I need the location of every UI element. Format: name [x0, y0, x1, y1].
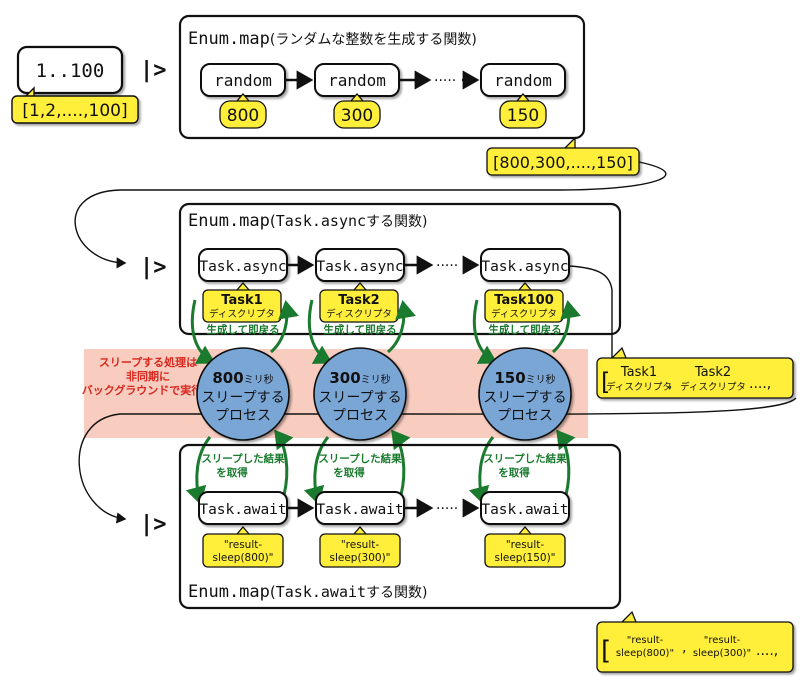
task-await-node-1-label: Task.await — [199, 502, 286, 518]
range-node — [16, 45, 124, 95]
random-node-3-label: random — [494, 71, 552, 90]
result-callout-3: "result- sleep(150)" — [484, 526, 566, 568]
connector-stage2-output — [568, 265, 613, 358]
stage2-nodes: Task.async Task.async Task.async — [198, 248, 570, 282]
stage2-output-callout: [ Task1 ディスクリプタ , Task2 ディスクリプタ ...., — [596, 346, 794, 399]
result-callout-1: "result- sleep(800)" — [202, 526, 284, 568]
band-note-line3: バックグラウンドで実行 — [82, 383, 203, 397]
result2-line1: "result- — [341, 539, 380, 551]
ellipsis-3: ····· — [436, 501, 458, 517]
stage3-nodes: Task.await Task.await Task.await — [198, 491, 570, 525]
result-label-1-line2: を取得 — [216, 466, 248, 479]
result1-line1: "result- — [224, 539, 263, 551]
process2-line2: スリープする — [318, 390, 401, 406]
random-node-2-label: random — [328, 71, 386, 90]
process1-line3: プロセス — [215, 408, 271, 424]
result-callout-2: "result- sleep(300)" — [319, 526, 401, 568]
stage2-output-bracket: [ — [601, 368, 610, 396]
stage2-title: Enum.map(Task.asyncする関数) — [188, 211, 428, 231]
range-label: 1..100 — [36, 60, 105, 82]
value-800: 800 — [227, 106, 259, 126]
stage2-output-comma: , — [668, 376, 672, 392]
task-async-node-2-label: Task.async — [316, 259, 403, 275]
process2-duration: 300ミリ秒 — [329, 369, 390, 387]
stage3-output-ellipsis: ...., — [756, 643, 778, 659]
pipe-operator-2: |> — [140, 255, 167, 280]
random-node-1-label: random — [214, 71, 272, 90]
return-label-2: 生成して即戻る — [323, 323, 396, 336]
band-note-line1: スリープする処理は — [99, 355, 197, 369]
value-callout-150: 150 — [499, 93, 547, 129]
stage3-output-comma: , — [682, 640, 686, 656]
result1-line2: sleep(800)" — [212, 552, 273, 564]
stage3-output-item2-line1: "result- — [704, 635, 741, 646]
stage1-output: [800,300,....,150] — [493, 153, 633, 172]
stage2-output-task2: Task2 — [694, 365, 731, 380]
connector-curve-2 — [78, 397, 797, 524]
result-label-3-line1: スリープした結果 — [483, 452, 567, 465]
stage3-output-item2-line2: sleep(300)" — [693, 648, 751, 659]
task1-label: Task1 — [221, 293, 262, 308]
result-label-3-line2: を取得 — [498, 466, 530, 479]
stage2-output-desc2: ディスクリプタ — [680, 381, 746, 393]
value-300: 300 — [341, 106, 373, 126]
result3-line2: sleep(150)" — [494, 552, 555, 564]
task-async-node-1-label: Task.async — [199, 259, 286, 275]
input-list: [1,2,....,100] — [22, 101, 127, 121]
process2-line3: プロセス — [332, 408, 388, 424]
result3-line1: "result- — [506, 539, 545, 551]
connector-curve-1 — [74, 161, 667, 269]
value-callout-800: 800 — [219, 93, 267, 129]
stage1-title: Enum.map(ランダムな整数を生成する関数) — [188, 29, 477, 49]
stage2-output-task1: Task1 — [620, 365, 657, 380]
stage3-output-callout: [ "result- sleep(800)" , "result- sleep(… — [596, 610, 794, 673]
value-callout-300: 300 — [333, 93, 381, 129]
stage2-output-ellipsis: ...., — [749, 376, 771, 392]
return-label-3: 生成して即戻る — [488, 323, 561, 336]
input-list-callout: [1,2,....,100] — [11, 86, 139, 124]
task-await-node-2-label: Task.await — [316, 502, 403, 518]
result-label-1-line1: スリープした結果 — [201, 452, 285, 465]
stage2-output-desc1: ディスクリプタ — [606, 381, 672, 393]
result2-line2: sleep(300)" — [329, 552, 390, 564]
stage3-title: Enum.map(Task.awaitする関数) — [188, 582, 428, 602]
task100-label: Task100 — [494, 293, 553, 308]
task-await-node-3 — [480, 491, 570, 525]
sleep-process-1: 800ミリ秒 スリープする プロセス — [196, 347, 290, 441]
process1-line2: スリープする — [201, 390, 284, 406]
ellipsis-1: ····· — [434, 73, 456, 89]
ellipsis-2: ····· — [436, 258, 458, 274]
task-async-node-3-label: Task.async — [481, 259, 568, 275]
process3-line2: スリープする — [483, 390, 566, 406]
task2-label: Task2 — [338, 293, 379, 308]
result-label-2-line2: を取得 — [333, 466, 365, 479]
task-callout-3: Task100 ディスクリプタ — [484, 282, 564, 323]
stage3-box — [178, 443, 622, 610]
process3-line3: プロセス — [497, 408, 553, 424]
task2-descriptor: ディスクリプタ — [326, 308, 392, 320]
stage1-nodes: random random random — [200, 63, 566, 97]
pipe-operator-3: |> — [140, 512, 167, 537]
sleep-process-2: 300ミリ秒 スリープする プロセス — [313, 347, 407, 441]
band-note-line2: 非同期に — [126, 369, 170, 383]
stage3-output-bracket: [ — [601, 636, 611, 666]
return-label-1: 生成して即戻る — [206, 323, 279, 336]
task-callout-2: Task2 ディスクリプタ — [319, 282, 399, 323]
stage3-output-item1-line1: "result- — [627, 635, 664, 646]
result-label-2-line1: スリープした結果 — [318, 452, 402, 465]
task-async-node-3 — [480, 248, 570, 282]
task-await-node-3-label: Task.await — [481, 502, 568, 518]
task1-descriptor: ディスクリプタ — [209, 308, 275, 320]
process3-duration: 150ミリ秒 — [494, 369, 555, 387]
task100-descriptor: ディスクリプタ — [491, 308, 557, 320]
stage3-output-item1-line2: sleep(800)" — [616, 648, 674, 659]
stage1-output-callout: [800,300,....,150] — [486, 136, 640, 176]
sleep-process-3: 150ミリ秒 スリープする プロセス — [478, 347, 572, 441]
value-150: 150 — [507, 106, 539, 126]
pipe-operator-1: |> — [140, 58, 167, 83]
process1-duration: 800ミリ秒 — [212, 369, 273, 387]
